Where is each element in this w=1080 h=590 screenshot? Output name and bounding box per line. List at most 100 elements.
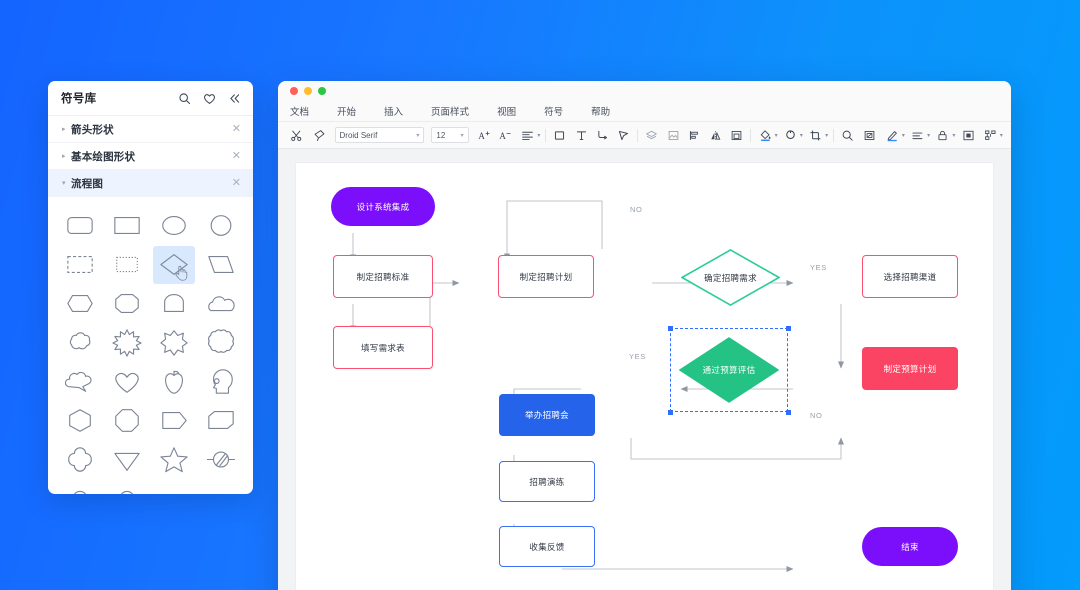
line-style-icon[interactable] [909, 126, 926, 145]
hexagon-flat-shape[interactable] [59, 285, 101, 323]
quatrefoil-shape[interactable] [59, 441, 101, 479]
flip-icon[interactable] [707, 126, 724, 145]
chevron-down-icon[interactable]: ▾ [999, 132, 1003, 139]
resistor-symbol-shape[interactable] [59, 480, 101, 494]
menu-item-4[interactable]: 视图 [497, 106, 517, 118]
pen-icon[interactable] [884, 126, 901, 145]
layers-icon[interactable] [643, 126, 660, 145]
flag-cloud-shape[interactable] [59, 363, 101, 401]
flow-node-n9[interactable]: 举办招聘会 [499, 394, 595, 436]
align-icon[interactable] [519, 126, 536, 145]
distribute-icon[interactable] [686, 126, 703, 145]
pointer-icon[interactable] [615, 126, 632, 145]
symbol-category-row-0[interactable]: ▸箭头形状✕ [48, 116, 253, 143]
close-icon[interactable]: ✕ [231, 176, 241, 189]
collapse-icon[interactable] [228, 92, 241, 105]
symbol-category-row-1[interactable]: ▸基本绘图形状✕ [48, 143, 253, 170]
octagon-rounded-shape[interactable] [106, 285, 148, 323]
caret-down-icon[interactable]: ▾ [62, 179, 66, 187]
image-icon[interactable] [664, 126, 681, 145]
cloud-shape[interactable] [200, 285, 242, 323]
menu-item-5[interactable]: 符号 [544, 106, 564, 118]
folded-corner-shape[interactable] [200, 402, 242, 440]
chevron-down-icon[interactable]: ▾ [799, 132, 803, 139]
gem-shape[interactable] [106, 441, 148, 479]
flow-node-n2[interactable]: 制定招聘标准 [333, 255, 433, 298]
snapshot-icon[interactable] [861, 126, 878, 145]
explosion-8-shape[interactable] [153, 324, 195, 362]
selection-handle-2[interactable] [668, 410, 673, 415]
text-icon[interactable] [573, 126, 590, 145]
star-shape[interactable] [153, 441, 195, 479]
diagram-sheet[interactable]: 设计系统集成制定招聘标准填写需求表 制定招聘计划 确定招聘需求 选择招聘渠道制定预算计… [296, 163, 993, 590]
head-profile-shape[interactable] [200, 363, 242, 401]
menu-item-3[interactable]: 页面样式 [431, 106, 470, 118]
cloud-callout-shape[interactable] [59, 324, 101, 362]
zoom-icon[interactable] [839, 126, 856, 145]
connector-icon[interactable] [594, 126, 611, 145]
chevron-down-icon[interactable]: ▾ [927, 132, 931, 139]
chevron-down-icon[interactable]: ▾ [952, 132, 956, 139]
chevron-down-icon[interactable]: ▾ [901, 132, 905, 139]
format-painter-icon[interactable] [311, 126, 328, 145]
close-icon[interactable]: ✕ [231, 122, 241, 135]
heart-shape[interactable] [106, 363, 148, 401]
flow-node-n10[interactable]: 招聘演练 [499, 461, 595, 502]
flow-node-n5[interactable]: 确定招聘需求 [681, 249, 780, 306]
dotted-rectangle-shape[interactable] [106, 246, 148, 284]
flow-node-n7[interactable]: 制定预算计划 [862, 347, 958, 390]
line-color-icon[interactable] [782, 126, 799, 145]
capsule-shape[interactable] [153, 285, 195, 323]
lock-icon[interactable] [934, 126, 951, 145]
selection-handle-1[interactable] [786, 326, 791, 331]
apple-shape[interactable] [153, 363, 195, 401]
node-symbol-shape[interactable] [106, 480, 148, 494]
fill-color-icon[interactable] [756, 126, 773, 145]
frame-icon[interactable] [728, 126, 745, 145]
menu-item-0[interactable]: 文档 [290, 106, 310, 118]
window-close-button[interactable] [290, 86, 298, 95]
shape-icon[interactable] [551, 126, 568, 145]
crop-icon[interactable] [807, 126, 824, 145]
search-icon[interactable] [178, 92, 191, 105]
selection-handle-0[interactable] [668, 326, 673, 331]
org-chart-icon[interactable] [982, 126, 999, 145]
octagon-shape[interactable] [106, 402, 148, 440]
caret-right-icon[interactable]: ▸ [62, 125, 66, 133]
font-family-select[interactable]: Droid Serif ▾ [334, 127, 425, 143]
ellipse-shape[interactable] [153, 207, 195, 245]
selection-handle-3[interactable] [786, 410, 791, 415]
diamond-shape[interactable] [152, 245, 195, 284]
group-icon[interactable] [959, 126, 976, 145]
flow-node-n12[interactable]: 结束 [862, 527, 958, 566]
chevron-down-icon[interactable]: ▾ [774, 132, 778, 139]
flow-node-n11[interactable]: 收集反馈 [499, 526, 595, 567]
hexagon-shape[interactable] [59, 402, 101, 440]
pentagon-arrow-shape[interactable] [153, 402, 195, 440]
menu-item-6[interactable]: 帮助 [591, 106, 611, 118]
canvas-area[interactable]: 设计系统集成制定招聘标准填写需求表 制定招聘计划 确定招聘需求 选择招聘渠道制定预算计… [278, 149, 1011, 590]
explosion-12-shape[interactable] [106, 324, 148, 362]
menu-item-2[interactable]: 插入 [384, 106, 404, 118]
flow-node-n8[interactable]: 通过预算评估 [679, 337, 779, 403]
rounded-rectangle-shape[interactable] [59, 207, 101, 245]
scalloped-circle-shape[interactable] [200, 324, 242, 362]
dashed-rectangle-shape[interactable] [59, 246, 101, 284]
increase-font-icon[interactable]: A [476, 126, 493, 145]
window-minimize-button[interactable] [304, 86, 312, 95]
caret-right-icon[interactable]: ▸ [62, 152, 66, 160]
flow-node-n4[interactable]: 制定招聘计划 [498, 255, 594, 298]
flow-node-n1[interactable]: 设计系统集成 [331, 187, 435, 226]
symbol-category-row-2[interactable]: ▾流程图✕ [48, 170, 253, 197]
rectangle-shape[interactable] [106, 207, 148, 245]
parallelogram-shape[interactable] [200, 246, 242, 284]
flow-node-n6[interactable]: 选择招聘渠道 [862, 255, 958, 298]
decrease-font-icon[interactable]: A [497, 126, 514, 145]
chevron-down-icon[interactable]: ▾ [825, 132, 829, 139]
menu-item-1[interactable]: 开始 [337, 106, 357, 118]
heart-icon[interactable] [203, 92, 216, 105]
chevron-down-icon[interactable]: ▾ [537, 132, 541, 139]
flow-node-n3[interactable]: 填写需求表 [333, 326, 433, 369]
close-icon[interactable]: ✕ [231, 149, 241, 162]
circle-shape[interactable] [200, 207, 242, 245]
